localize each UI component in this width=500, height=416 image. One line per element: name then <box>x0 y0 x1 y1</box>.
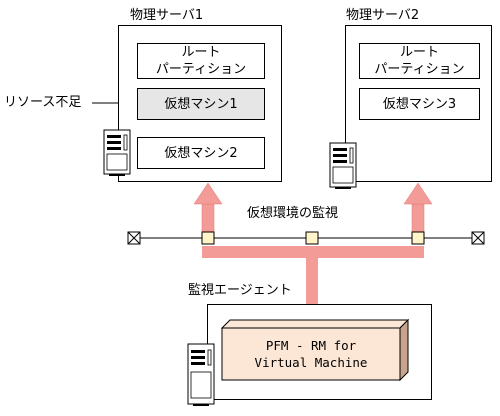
server2-root-line1: ルート <box>399 45 439 60</box>
connector-node-icon <box>305 231 319 245</box>
pfm-line2: Virtual Machine <box>254 355 368 370</box>
vm2-label: 仮想マシン2 <box>164 145 238 161</box>
server-tower-icon <box>329 142 357 189</box>
terminator-icon <box>127 231 141 245</box>
vm1-label: 仮想マシン1 <box>164 96 238 112</box>
server1-box: ルート パーティション 仮想マシン1 仮想マシン2 <box>118 25 282 182</box>
vm2-box: 仮想マシン2 <box>137 137 265 169</box>
server2-box: ルート パーティション 仮想マシン3 <box>345 25 492 182</box>
monitoring-arrow-server1 <box>193 182 223 239</box>
terminator-icon <box>471 231 485 245</box>
server-tower-icon <box>103 129 131 176</box>
monitoring-arrow-server2 <box>403 182 433 239</box>
vm3-box: 仮想マシン3 <box>359 88 480 120</box>
monitoring-stem <box>306 246 318 304</box>
monitoring-label: 仮想環境の監視 <box>247 206 339 221</box>
connector-node-icon <box>201 231 215 245</box>
pfm-line1: PFM - RM for <box>265 338 357 353</box>
server1-title: 物理サーバ1 <box>130 8 204 23</box>
server1-root-line2: パーティション <box>155 62 247 77</box>
shortage-label: リソース不足 <box>4 95 82 110</box>
vm1-box: 仮想マシン1 <box>137 88 265 120</box>
server-tower-icon <box>187 343 215 406</box>
server2-root-partition: ルート パーティション <box>359 43 480 79</box>
connector-node-icon <box>411 231 425 245</box>
pfm-label: PFM - RM for Virtual Machine <box>222 331 400 377</box>
vm3-label: 仮想マシン3 <box>382 96 457 112</box>
server2-title: 物理サーバ2 <box>346 8 420 23</box>
server1-root-line1: ルート <box>181 45 221 60</box>
agent-title: 監視エージェント <box>188 283 292 298</box>
server2-root-line2: パーティション <box>374 62 465 77</box>
server1-root-partition: ルート パーティション <box>137 43 265 79</box>
